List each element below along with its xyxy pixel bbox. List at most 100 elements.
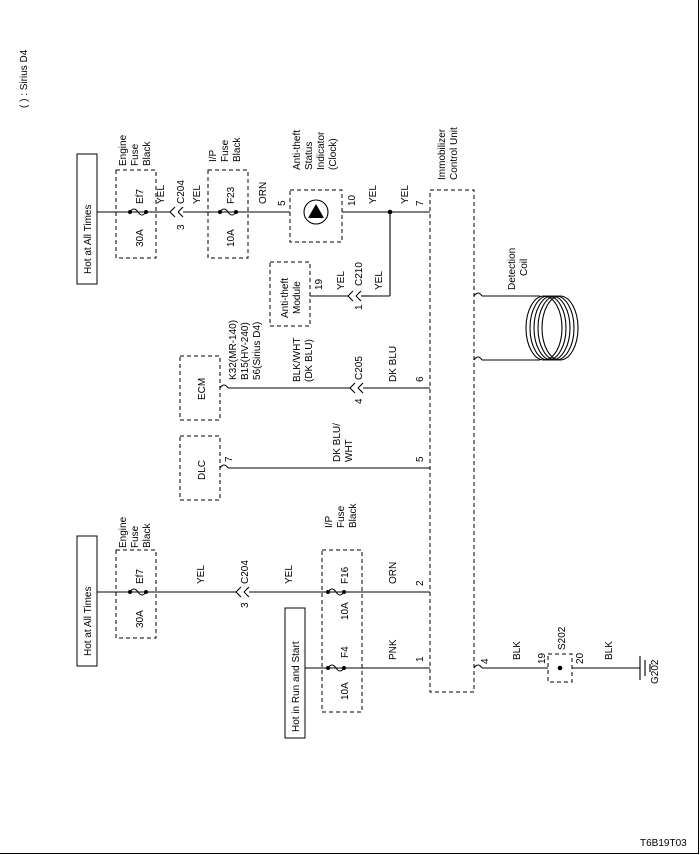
fuse-symbol-ef7-bottom xyxy=(129,588,147,596)
power-box-hot-run xyxy=(284,607,306,739)
detection-coil-icon xyxy=(525,295,579,361)
icu-pin-7: 7 xyxy=(415,200,426,206)
fusebox-label: I/P xyxy=(324,515,335,528)
dlc-pin: 7 xyxy=(224,456,235,462)
connector-pin: 3 xyxy=(240,602,251,608)
wire-color-label: BLK xyxy=(604,641,615,660)
ground-icon xyxy=(639,656,651,680)
immobilizer-control-unit-box xyxy=(429,189,475,693)
wire-color-label: ORN xyxy=(388,562,399,584)
splice-pin: 20 xyxy=(575,652,586,664)
fuse-rating-f4: 10A xyxy=(340,682,351,700)
antitheft-module-label: Module xyxy=(292,281,303,314)
wire-color-label: YEL xyxy=(156,185,167,204)
ecm-pin-label: 56(Sirius D4) xyxy=(252,322,263,380)
indicator-box xyxy=(289,189,343,243)
fuse-name-ef7-top: Ef7 xyxy=(135,189,146,204)
wire-color-label: ORN xyxy=(258,182,269,204)
dlc-label: DLC xyxy=(197,460,208,480)
fuse-symbol-f4 xyxy=(327,664,345,672)
indicator-label: Anti-theft xyxy=(292,130,303,170)
ecm-pin-arc xyxy=(219,384,229,389)
wire-color-label: WHT xyxy=(344,439,355,462)
connector-label-c204-top: C204 xyxy=(176,180,187,204)
connector-label-c205: C205 xyxy=(354,356,365,380)
fusebox-label: Fuse xyxy=(130,525,141,548)
connector-c205 xyxy=(349,382,364,394)
fusebox-label: Fuse xyxy=(220,139,231,162)
icu-label: Immobilizer xyxy=(437,128,448,180)
fuse-name-f4: F4 xyxy=(340,646,351,658)
wire-color-label: PNK xyxy=(388,639,399,660)
fuse-symbol-f23 xyxy=(219,208,237,216)
antitheft-module-pin: 19 xyxy=(314,278,325,290)
wire-color-label: YEL xyxy=(336,271,347,290)
fuse-name-f23: F23 xyxy=(226,186,237,204)
fusebox-label: Engine xyxy=(118,134,129,166)
fusebox-label: I/P xyxy=(208,149,219,162)
fuse-name-ef7-bottom: Ef7 xyxy=(135,569,146,584)
indicator-pin-in: 5 xyxy=(277,200,288,206)
icu-pin-4: 4 xyxy=(480,658,491,664)
wire-color-label: DK BLU/ xyxy=(332,423,343,462)
ecm-pin-label: K32(MR-140) xyxy=(228,320,239,380)
indicator-pin-out: 10 xyxy=(347,194,358,206)
splice-pin: 19 xyxy=(537,652,548,664)
fuse-rating-ef7-top: 30A xyxy=(135,229,146,247)
fuse-rating-ef7-bottom: 30A xyxy=(135,610,146,628)
fuse-symbol-ef7-top xyxy=(129,208,147,216)
wire-color-label: DK BLU xyxy=(388,346,399,382)
fusebox-label: Black xyxy=(232,137,243,162)
fuse-symbol-f16 xyxy=(327,588,345,596)
ecm-pin-label: B15(HV-240) xyxy=(240,322,251,380)
power-label-hot1: Hot at All Times xyxy=(83,205,94,274)
wire-color-label: YEL xyxy=(196,565,207,584)
wire-color-label: YEL xyxy=(400,185,411,204)
connector-label-c204-bottom: C204 xyxy=(240,560,251,584)
fuse-rating-f23: 10A xyxy=(226,229,237,247)
wire-color-label: YEL xyxy=(368,185,379,204)
connector-label-c210: C210 xyxy=(354,262,365,286)
indicator-label: Indicator xyxy=(316,131,327,170)
fusebox-ip-bottom xyxy=(321,549,363,713)
coil-lead-arc xyxy=(473,356,483,361)
connector-c210 xyxy=(347,290,362,302)
indicator-label: (Clock) xyxy=(328,138,339,170)
antitheft-module-label: Anti-theft xyxy=(280,278,291,318)
icu-pin-5: 5 xyxy=(415,456,426,462)
fusebox-engine-top xyxy=(115,169,157,259)
wire-color-label: BLK/WHT xyxy=(292,338,303,382)
wire-color-label: YEL xyxy=(284,565,295,584)
ecm-label: ECM xyxy=(197,378,208,400)
fusebox-label: Fuse xyxy=(130,143,141,166)
coil-label: Detection xyxy=(507,248,518,290)
fusebox-label: Fuse xyxy=(336,505,347,528)
dlc-pin-arc xyxy=(219,464,229,469)
coil-label: Coil xyxy=(519,259,530,276)
connector-c204-bottom xyxy=(235,586,250,598)
coil-lead-arc xyxy=(473,292,483,297)
antitheft-module-box xyxy=(269,261,311,327)
connector-c204-top xyxy=(169,206,184,218)
wire-color-label: BLK xyxy=(512,641,523,660)
splice-label-s202: S202 xyxy=(557,626,568,650)
icu-pin-6: 6 xyxy=(415,376,426,382)
fusebox-label: Engine xyxy=(118,516,129,548)
legend-text: ( ) : Sirius D4 xyxy=(19,49,30,108)
icu-ground-arc xyxy=(473,664,483,669)
connector-pin: 4 xyxy=(354,398,365,404)
icu-pin-2: 2 xyxy=(415,580,426,586)
wire-color-label: (DK BLU) xyxy=(304,339,315,382)
fusebox-ip-top xyxy=(207,169,249,259)
connector-pin: 3 xyxy=(176,224,187,230)
fusebox-label: Black xyxy=(142,523,153,548)
fusebox-label: Black xyxy=(348,503,359,528)
power-label-hot2: Hot at All Times xyxy=(83,587,94,656)
fusebox-engine-bottom xyxy=(115,549,157,639)
power-box-hot1 xyxy=(76,153,98,285)
ground-label-g202: G202 xyxy=(650,659,661,684)
warning-triangle-icon xyxy=(308,204,324,218)
splice-s202-dot xyxy=(557,665,563,671)
